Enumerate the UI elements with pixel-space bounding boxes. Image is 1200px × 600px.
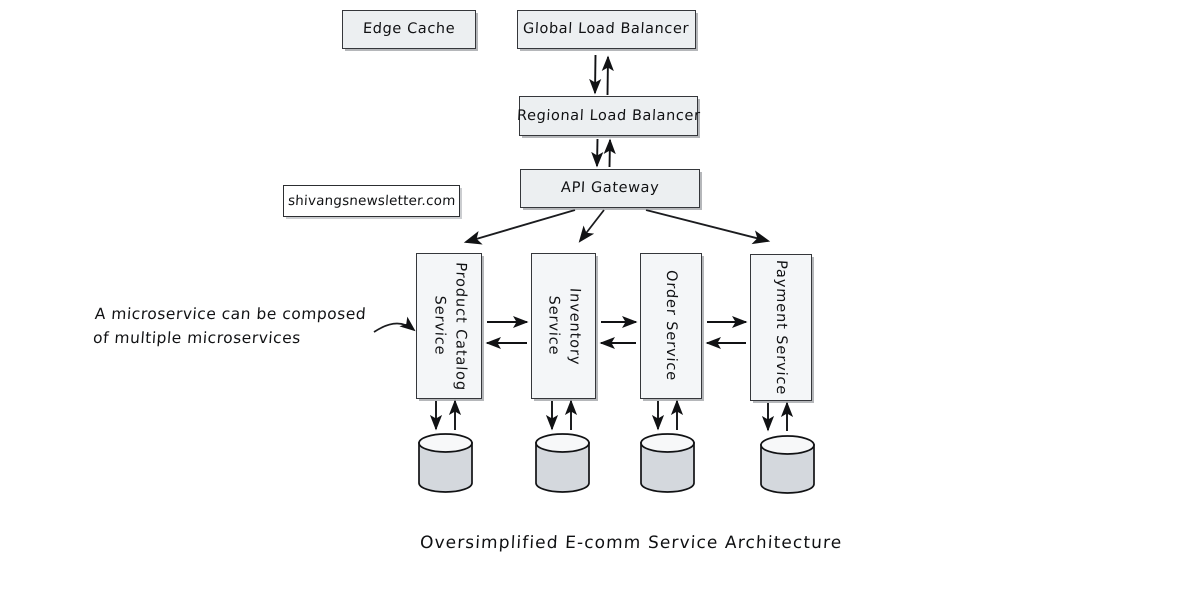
node-api-gateway[interactable]: API Gateway <box>520 169 700 208</box>
connector-gateway-to-product-catalog <box>463 209 576 245</box>
node-inventory-service-label: Inventory Service <box>545 287 583 366</box>
cylinder-order-db <box>640 433 695 493</box>
node-regional-load-balancer-label: Regional Load Balancer <box>516 107 701 124</box>
node-product-catalog-service[interactable]: Product Catalog Service <box>416 253 482 399</box>
node-order-service-label: Order Service <box>663 270 680 382</box>
connector-regional-to-gateway <box>591 138 616 168</box>
node-edge-cache[interactable]: Edge Cache <box>342 10 476 49</box>
cylinder-inventory-db <box>535 433 590 493</box>
connector-gateway-to-inventory <box>578 209 605 243</box>
connector-payment-to-db <box>761 401 794 432</box>
connector-order-to-db <box>651 399 684 431</box>
node-payment-service[interactable]: Payment Service <box>750 254 812 401</box>
node-global-load-balancer[interactable]: Global Load Balancer <box>517 10 696 49</box>
connector-product-catalog-to-inventory <box>485 315 529 350</box>
node-global-load-balancer-label: Global Load Balancer <box>523 21 690 38</box>
node-product-catalog-service-label: Product Catalog Service <box>431 261 469 392</box>
cylinder-payment-db <box>760 435 815 494</box>
node-inventory-service[interactable]: Inventory Service <box>531 253 596 399</box>
node-order-service[interactable]: Order Service <box>640 253 702 399</box>
connector-global-to-regional <box>589 54 614 96</box>
cylinder-product-catalog-db <box>418 433 473 493</box>
annotation-text: A microservice can be composed of multip… <box>92 305 367 348</box>
watermark-box: shivangsnewsletter.com <box>283 185 460 217</box>
node-edge-cache-label: Edge Cache <box>362 21 456 38</box>
watermark-label: shivangsnewsletter.com <box>287 192 456 209</box>
connector-order-to-payment <box>705 315 748 350</box>
node-api-gateway-label: API Gateway <box>560 180 660 197</box>
connector-inventory-to-order <box>599 315 638 350</box>
node-regional-load-balancer[interactable]: Regional Load Balancer <box>516 96 701 136</box>
diagram-caption: Oversimplified E-comm Service Architectu… <box>419 533 843 553</box>
connector-product-catalog-to-db <box>429 399 462 431</box>
node-payment-service-label: Payment Service <box>773 259 790 396</box>
connector-gateway-to-payment <box>645 209 771 245</box>
connector-inventory-to-db <box>545 399 578 431</box>
